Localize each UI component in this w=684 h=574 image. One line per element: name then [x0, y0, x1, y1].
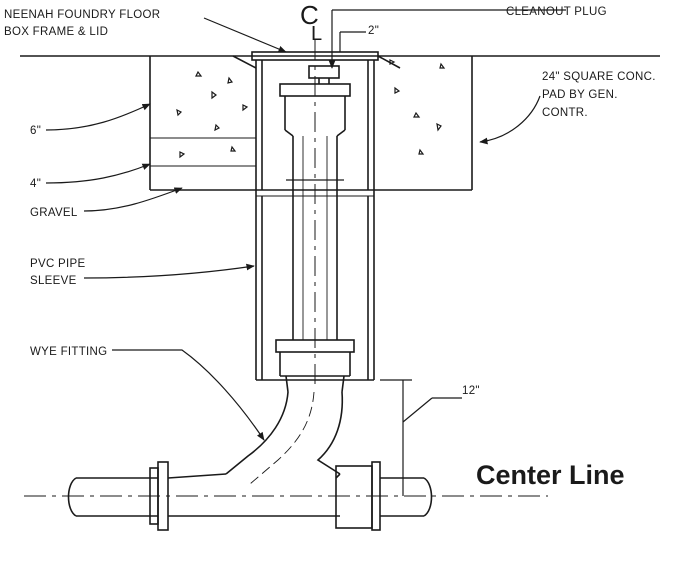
leader-4in	[45, 163, 151, 184]
label-sleeve-line1: PVC PIPE	[30, 258, 85, 270]
centerline-symbol: C L	[300, 0, 322, 45]
label-dim-12in: 12"	[462, 385, 480, 397]
label-dim-4in: 4"	[30, 178, 41, 190]
dimension-2in	[339, 31, 366, 52]
riser-pipe	[286, 136, 344, 340]
leader-sleeve	[83, 263, 255, 279]
leader-pad	[479, 95, 541, 145]
leader-wye	[112, 349, 265, 441]
leader-frame	[203, 17, 287, 53]
label-wye-fitting: WYE FITTING	[30, 346, 107, 358]
label-dim-6in: 6"	[30, 125, 41, 137]
label-gravel: GRAVEL	[30, 207, 78, 219]
concrete-pad	[149, 56, 473, 191]
centerline-symbol-c: C	[300, 0, 319, 30]
centerline-symbol-l: L	[311, 23, 322, 45]
leader-6in	[45, 103, 151, 131]
floor-box-frame	[232, 51, 401, 190]
label-pad-line1: 24" SQUARE CONC.	[542, 71, 656, 83]
wye-fitting-branch	[225, 391, 344, 485]
dimension-12in	[380, 379, 462, 496]
label-frame-line1: NEENAH FOUNDRY FLOOR	[4, 9, 160, 21]
label-frame-line2: BOX FRAME & LID	[4, 26, 108, 38]
label-cleanout-plug: CLEANOUT PLUG	[506, 6, 607, 18]
leader-gravel	[83, 187, 183, 212]
label-dim-2in: 2"	[368, 25, 379, 37]
concrete-aggregate	[176, 59, 446, 159]
cleanout-plug	[308, 65, 340, 84]
label-pad-line2: PAD BY GEN.	[542, 89, 618, 101]
label-pad-line3: CONTR.	[542, 107, 588, 119]
label-sleeve-line2: SLEEVE	[30, 275, 77, 287]
label-center-line: Center Line	[476, 460, 625, 490]
main-pipe	[67, 473, 433, 517]
